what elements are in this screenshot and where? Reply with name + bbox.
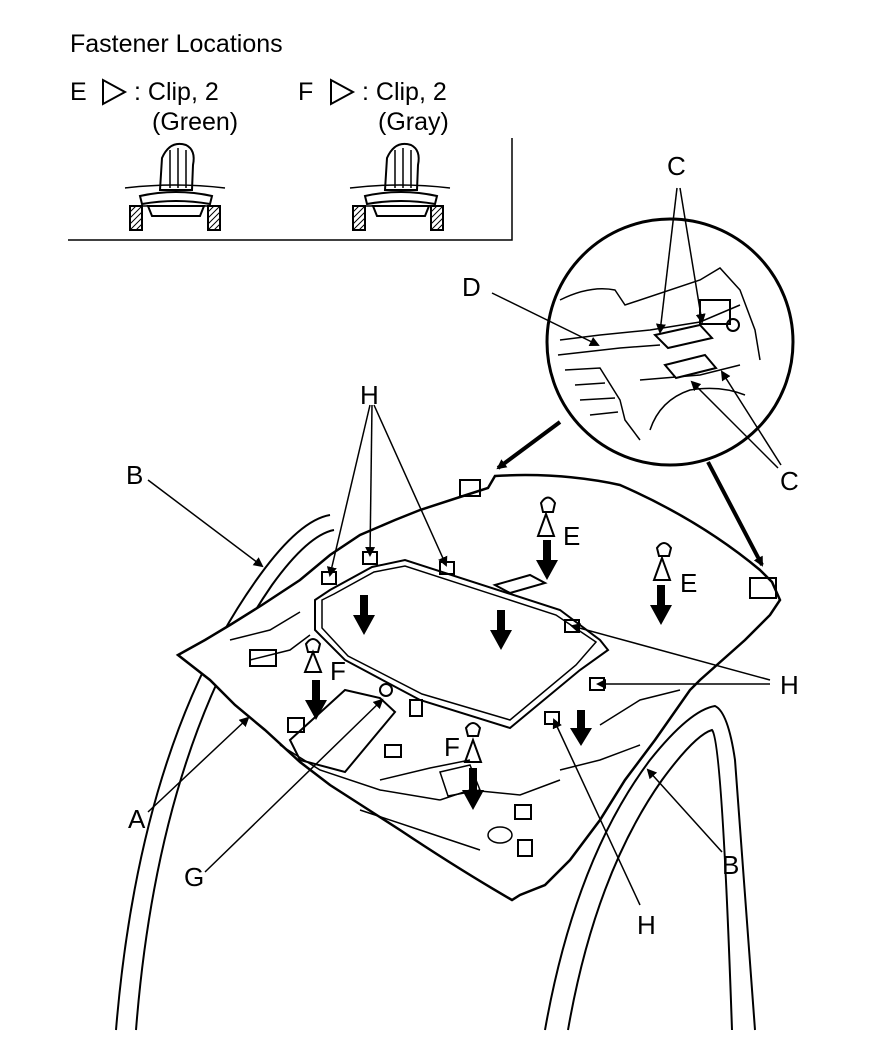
headliner-panel — [175, 473, 782, 902]
leader-h-right-1 — [570, 623, 771, 681]
legend-f-letter: F — [298, 78, 313, 106]
callout-g: G — [184, 862, 204, 892]
callout-a: A — [128, 804, 146, 834]
legend-e-color: (Green) — [152, 108, 238, 136]
clip-location-markers — [303, 511, 672, 763]
triangle-marker-icon — [463, 737, 483, 763]
clip-f-illustration — [349, 142, 451, 231]
callout-h-top: H — [360, 380, 379, 410]
leader-d — [491, 292, 600, 346]
leader-h-3 — [373, 404, 448, 567]
detail-pointer-right — [706, 461, 764, 567]
legend-e-letter: E — [70, 78, 87, 106]
detail-pointer-left — [496, 420, 562, 470]
triangle-marker-icon — [652, 555, 672, 581]
leader-a — [147, 716, 250, 813]
callout-e-2: E — [680, 568, 697, 598]
leader-c-top-2 — [679, 187, 706, 324]
callout-c-top: C — [667, 151, 686, 181]
triangle-marker-icon — [330, 78, 356, 106]
legend-frame — [68, 138, 513, 241]
leader-c-top-1 — [655, 187, 678, 334]
leader-b-right — [646, 768, 723, 853]
leader-c-bottom-2 — [720, 370, 782, 466]
fastener-locations-title: Fastener Locations — [70, 30, 283, 58]
leader-b-left — [147, 479, 264, 568]
callout-b-right: B — [722, 850, 739, 880]
callout-d: D — [462, 272, 481, 302]
installation-arrows — [305, 540, 672, 810]
callout-f-1: F — [330, 656, 346, 686]
roof-pillar-right — [544, 704, 756, 1031]
callout-h-bottom: H — [637, 910, 656, 940]
legend-f-color: (Gray) — [378, 108, 449, 136]
triangle-marker-icon — [536, 511, 556, 537]
detail-magnified-view — [545, 217, 795, 467]
leader-h-bottom — [552, 718, 641, 906]
leader-h-2 — [365, 404, 376, 557]
leader-c-bottom-1 — [690, 380, 779, 469]
leader-h-1 — [326, 404, 371, 577]
leader-g — [204, 698, 384, 873]
triangle-marker-icon — [102, 78, 128, 106]
callout-h-right: H — [780, 670, 799, 700]
callout-b-left: B — [126, 460, 143, 490]
legend-e-desc: : Clip, 2 — [134, 78, 219, 106]
callout-c-bottom: C — [780, 466, 799, 496]
legend-f-desc: : Clip, 2 — [362, 78, 447, 106]
clip-e-illustration — [124, 142, 226, 231]
callout-f-2: F — [444, 732, 460, 762]
triangle-marker-icon — [303, 649, 323, 673]
callout-e-1: E — [563, 521, 580, 551]
